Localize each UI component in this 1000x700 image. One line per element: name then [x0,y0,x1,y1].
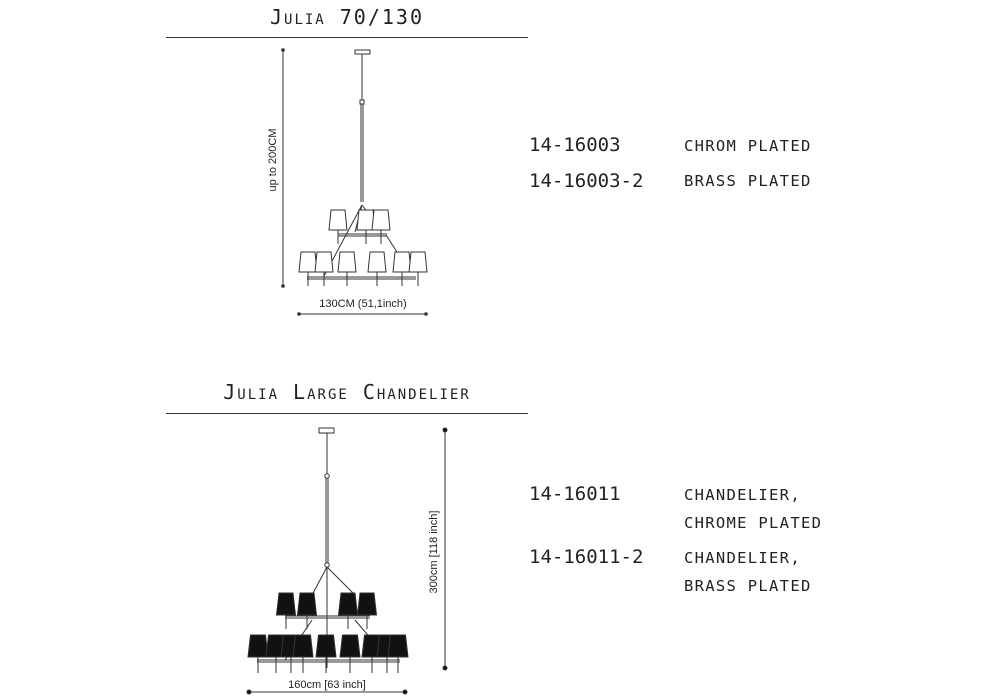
canopy [354,49,371,55]
chandelier-drawing-large [246,427,448,695]
title-divider [166,413,528,414]
product-title-julia-70-130: Julia 70/130 [269,5,425,29]
lamp-shade [392,251,412,273]
product-finish: CHROME PLATED [684,514,823,532]
width-label: 160cm [63 inch] [288,679,366,691]
lamp-shade [371,209,391,231]
product-code: 14-16003 [529,134,621,156]
product-finish: BRASS PLATED [684,577,812,595]
product-finish: BRASS PLATED [684,172,812,190]
lamp-shade [367,251,387,273]
lamp-shade [337,251,357,273]
lamp-shade [298,251,318,273]
lamp-shade [314,251,334,273]
product-finish: CHANDELIER, [684,549,801,567]
lamp-shade [387,634,409,658]
lamp-shade [328,209,348,231]
product-finish: CHANDELIER, [684,486,801,504]
lamp-shade [275,592,297,616]
height-label: up to 200CM [267,129,279,192]
product-code: 14-16003-2 [529,170,644,192]
width-label: 130CM (51,1inch) [319,298,406,310]
lamp-shade [408,251,428,273]
product-code: 14-16011-2 [529,546,644,568]
lamp-shade [296,592,318,616]
product-code: 14-16011 [529,483,621,505]
lamp-shade [292,634,314,658]
lamp-shade [247,634,269,658]
product-finish: CHROM PLATED [684,137,812,155]
title-divider [166,37,528,38]
canopy [318,427,335,434]
product-title-julia-large: Julia Large Chandelier [223,380,471,404]
lamp-shade [315,634,337,658]
lamp-shade [337,592,359,616]
lamp-shade [356,592,378,616]
lamp-shade [339,634,361,658]
chandelier-drawing-small [281,48,428,316]
height-label: 300cm [118 inch] [428,511,440,594]
